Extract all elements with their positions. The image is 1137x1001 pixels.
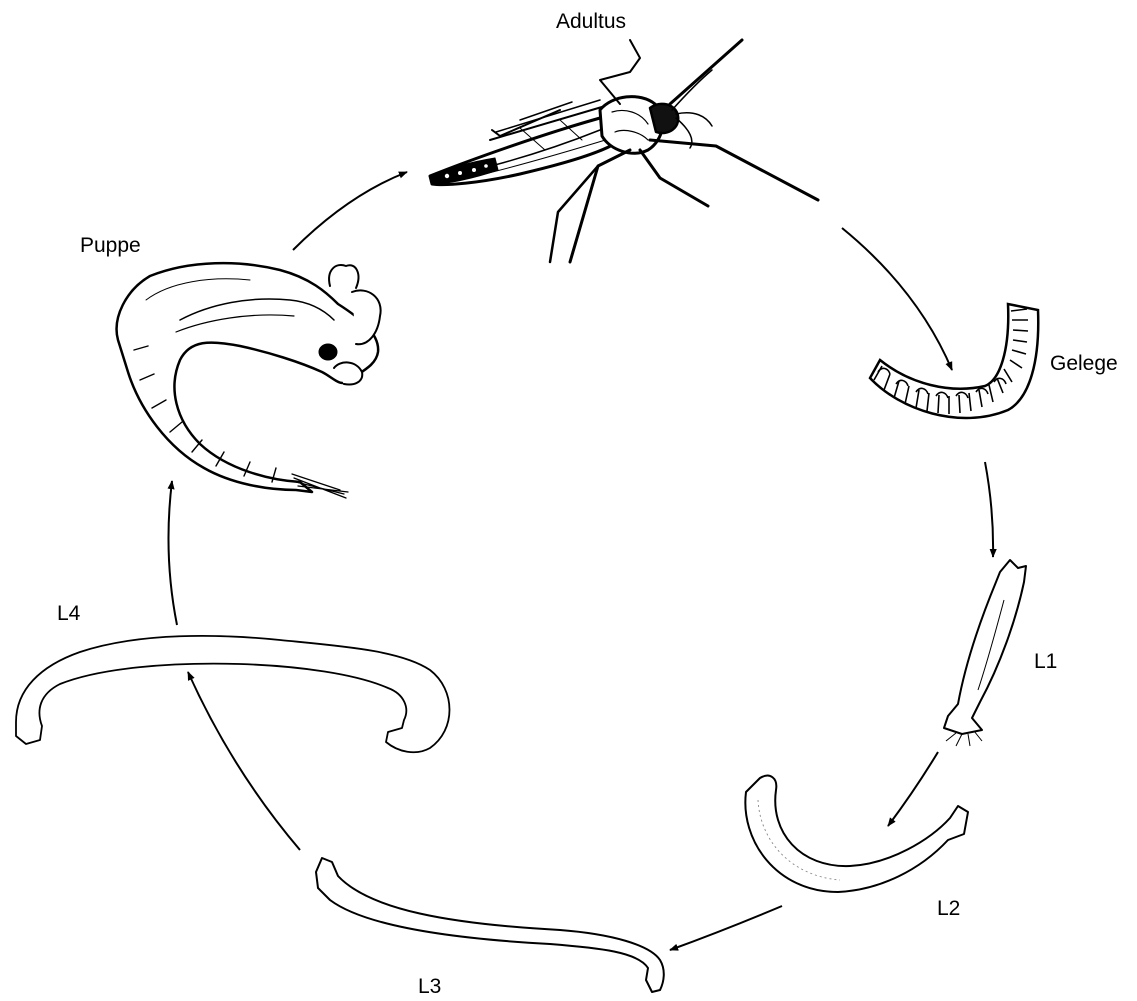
label-puppe: Puppe: [80, 235, 141, 256]
adult-mosquito-illustration: [430, 40, 818, 262]
arrow-adultus-to-gelege: [842, 228, 952, 370]
larva-l2-illustration: [745, 776, 968, 892]
arrow-l4-to-puppe: [168, 481, 177, 625]
label-l3: L3: [418, 976, 441, 997]
arrow-l2-to-l3: [670, 906, 782, 950]
label-l4: L4: [57, 603, 80, 624]
arrow-l1-to-l2: [888, 752, 938, 826]
label-adultus: Adultus: [556, 11, 626, 32]
larva-l4-illustration: [16, 636, 450, 752]
pupa-illustration: [117, 263, 381, 498]
label-gelege: Gelege: [1050, 353, 1118, 374]
label-l2: L2: [937, 898, 960, 919]
larva-l3-illustration: [316, 858, 664, 992]
arrow-l3-to-l4: [188, 672, 300, 850]
label-l1: L1: [1034, 651, 1057, 672]
larva-l1-illustration: [944, 560, 1026, 746]
egg-raft-illustration: [870, 304, 1038, 418]
arrow-gelege-to-l1: [985, 462, 993, 557]
arrow-puppe-to-adultus: [293, 172, 407, 250]
